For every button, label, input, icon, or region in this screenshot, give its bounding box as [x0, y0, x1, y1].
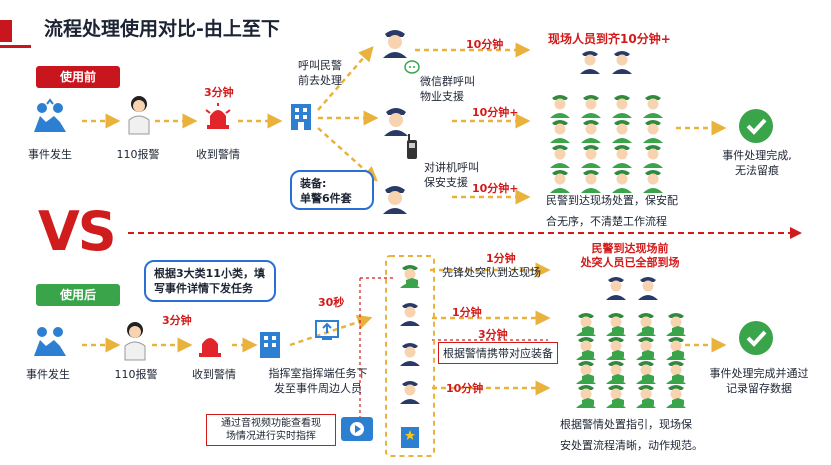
- arrow-b4: [317, 46, 374, 111]
- guard-figure: [579, 142, 603, 168]
- event-icon: [30, 98, 70, 138]
- before-event-label: 事件发生: [28, 148, 72, 161]
- check-icon-2: [738, 320, 774, 356]
- guard-figure: [604, 358, 628, 384]
- responder-figure: [398, 340, 422, 366]
- after-receive-label: 收到警情: [192, 368, 236, 381]
- guard-figure: [548, 142, 572, 168]
- after-time1: 3分钟: [162, 314, 192, 327]
- video-note: 通过音视频功能查看现 场情况进行实时指挥: [206, 414, 336, 446]
- before-arrive-text: 民警到达现场处置，保安配 合无序，不清楚工作流程: [546, 194, 678, 228]
- after-t1a: 1分钟: [486, 252, 516, 265]
- guard-figure: [579, 92, 603, 118]
- guard-figure: [610, 167, 634, 193]
- before-tag: 使用前: [36, 66, 120, 88]
- guard-figure: [634, 358, 658, 384]
- responder-figure: [398, 300, 422, 326]
- before-t10p-a: 10分钟+: [472, 106, 519, 119]
- after-guide-text: 根据警情处置指引，现场保 安处置流程清晰，动作规范。: [560, 418, 703, 452]
- after-t30: 30秒: [318, 296, 345, 309]
- before-gather: 现场人员到齐10分钟+: [548, 32, 671, 46]
- after-vanguard: 先锋处突队到达现场: [442, 266, 541, 279]
- police-icon: [380, 26, 410, 58]
- guard-figure: [604, 334, 628, 360]
- guard-figure: [634, 382, 658, 408]
- building-icon: [287, 100, 315, 130]
- upload-icon: [314, 318, 340, 342]
- page-title: 流程处理使用对比-由上至下: [44, 18, 280, 40]
- guard-figure: [548, 117, 572, 143]
- guard-figure: [641, 142, 665, 168]
- task-note: 根据3大类11小类，填 写事件详情下发任务: [144, 260, 276, 302]
- after-t3: 3分钟: [478, 328, 508, 341]
- police-figure: [578, 48, 602, 74]
- guard-figure: [548, 167, 572, 193]
- guard-figure: [634, 310, 658, 336]
- building-icon: [398, 424, 422, 448]
- event-icon-2: [30, 322, 70, 362]
- alarm-icon: [204, 102, 232, 130]
- guard-figure: [548, 92, 572, 118]
- equip-note: 装备: 单警6件套: [290, 170, 374, 210]
- after-report-label: 110报警: [114, 368, 158, 381]
- police-figure: [610, 48, 634, 74]
- guard-figure: [641, 167, 665, 193]
- before-t10: 10分钟: [466, 38, 504, 51]
- police-figure: [636, 274, 660, 300]
- after-tag: 使用后: [36, 284, 120, 306]
- guard-figure: [610, 117, 634, 143]
- guard-figure: [604, 382, 628, 408]
- guard-figure: [664, 358, 688, 384]
- guard-figure: [579, 117, 603, 143]
- video-icon[interactable]: [340, 416, 374, 444]
- guard-icon-2: [380, 182, 410, 214]
- guard-figure: [664, 310, 688, 336]
- guard-figure: [579, 167, 603, 193]
- guard-figure: [574, 382, 598, 408]
- alarm-icon-2: [196, 330, 224, 358]
- police-figure: [604, 274, 628, 300]
- command-building-icon: [256, 328, 284, 358]
- guard-icon: [381, 104, 411, 136]
- guard-figure: [641, 117, 665, 143]
- after-headline: 民警到达现场前 处突人员已全部到场: [580, 242, 680, 269]
- intercom-icon: [406, 134, 418, 160]
- before-wechat: 微信群呼叫 物业支援: [420, 75, 475, 103]
- before-t10p-b: 10分钟+: [472, 182, 519, 195]
- before-call-police: 呼叫民警 前去处理: [298, 59, 342, 87]
- guard-figure: [574, 310, 598, 336]
- guard-figure: [664, 382, 688, 408]
- before-done: 事件处理完成, 无法留痕: [722, 149, 792, 177]
- caller-icon: [124, 94, 154, 136]
- after-event-label: 事件发生: [26, 368, 70, 381]
- guard-figure: [610, 92, 634, 118]
- title-accent: [0, 20, 12, 42]
- before-time1: 3分钟: [204, 86, 234, 99]
- guard-figure: [574, 334, 598, 360]
- wechat-icon: [404, 60, 422, 76]
- before-receive-label: 收到警情: [196, 148, 240, 161]
- guard-figure: [610, 142, 634, 168]
- responder-figure: [398, 262, 422, 288]
- after-t1b: 1分钟: [452, 306, 482, 319]
- guard-figure: [634, 334, 658, 360]
- before-report-label: 110报警: [116, 148, 160, 161]
- caller-icon-2: [120, 320, 150, 362]
- guard-figure: [574, 358, 598, 384]
- after-equip: 根据警情携带对应装备: [438, 342, 558, 364]
- guard-figure: [604, 310, 628, 336]
- before-intercom: 对讲机呼叫 保安支援: [424, 161, 479, 189]
- title-underline: [0, 45, 31, 48]
- after-t10: 10分钟: [446, 382, 484, 395]
- vs-label: VS: [38, 200, 117, 263]
- guard-figure: [641, 92, 665, 118]
- responder-figure: [398, 378, 422, 404]
- guard-figure: [664, 334, 688, 360]
- check-icon: [738, 108, 774, 144]
- responders-frame: [385, 255, 435, 457]
- after-dispatch: 指挥室指挥端任务下 发至事件周边人员: [268, 367, 368, 395]
- after-done: 事件处理完成并通过 记录留存数据: [709, 367, 809, 395]
